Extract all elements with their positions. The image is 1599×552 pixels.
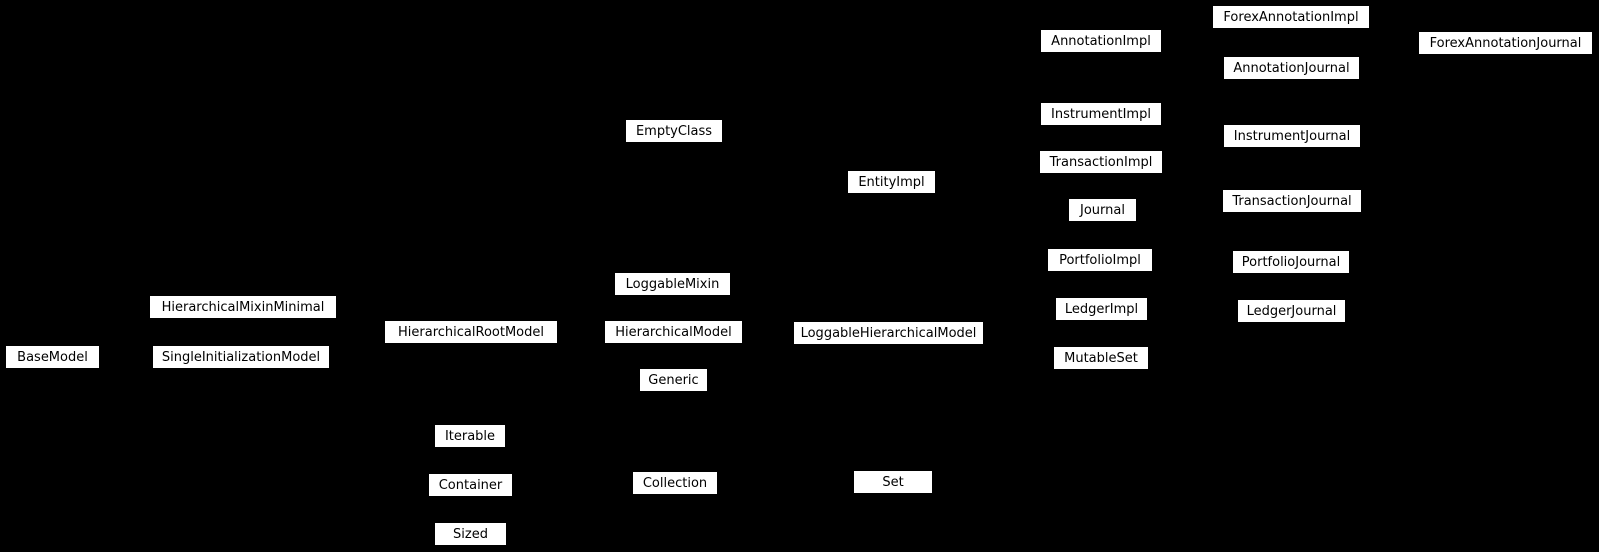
class-node-generic[interactable]: Generic: [639, 368, 708, 392]
class-name-label: EntityImpl: [858, 174, 925, 190]
class-node-transactionimpl[interactable]: TransactionImpl: [1039, 150, 1163, 174]
class-name-label: Collection: [642, 475, 708, 491]
class-name-label: EmptyClass: [635, 123, 713, 139]
class-node-hierarchicalmodel[interactable]: HierarchicalModel: [604, 320, 743, 344]
class-name-label: Generic: [648, 372, 699, 388]
class-node-emptyclass[interactable]: EmptyClass: [625, 119, 723, 143]
class-node-annotationimpl[interactable]: AnnotationImpl: [1040, 29, 1162, 53]
class-name-label: AnnotationJournal: [1233, 60, 1350, 76]
class-node-basemodel[interactable]: BaseModel: [5, 345, 100, 369]
class-name-label: PortfolioJournal: [1241, 254, 1341, 270]
class-node-hierarchicalmixinminimal[interactable]: HierarchicalMixinMinimal: [149, 295, 337, 319]
class-node-loggablemixin[interactable]: LoggableMixin: [614, 272, 731, 296]
class-node-hierarchicalrootmodel[interactable]: HierarchicalRootModel: [384, 320, 558, 344]
class-name-label: ForexAnnotationJournal: [1429, 35, 1582, 51]
class-node-sized[interactable]: Sized: [434, 522, 507, 546]
class-node-set[interactable]: Set: [853, 470, 933, 494]
class-node-forexannotationimpl[interactable]: ForexAnnotationImpl: [1212, 5, 1370, 29]
class-node-entityimpl[interactable]: EntityImpl: [847, 170, 936, 194]
class-name-label: LoggableHierarchicalModel: [800, 325, 977, 341]
class-name-label: InstrumentImpl: [1051, 106, 1151, 122]
class-name-label: MutableSet: [1064, 350, 1138, 366]
class-name-label: Iterable: [444, 428, 496, 444]
class-name-label: TransactionImpl: [1049, 154, 1153, 170]
class-name-label: ForexAnnotationImpl: [1223, 9, 1359, 25]
class-name-label: Sized: [453, 526, 488, 542]
class-node-ledgerimpl[interactable]: LedgerImpl: [1055, 297, 1148, 321]
class-name-label: SingleInitializationModel: [161, 349, 321, 365]
class-node-portfoliojournal[interactable]: PortfolioJournal: [1232, 250, 1350, 274]
class-name-label: Container: [438, 477, 503, 493]
class-name-label: TransactionJournal: [1232, 193, 1352, 209]
class-node-ledgerjournal[interactable]: LedgerJournal: [1237, 299, 1346, 323]
class-node-annotationjournal[interactable]: AnnotationJournal: [1223, 56, 1360, 80]
class-node-loggablehierarchicalmodel[interactable]: LoggableHierarchicalModel: [793, 321, 984, 345]
class-node-collection[interactable]: Collection: [632, 471, 718, 495]
class-name-label: PortfolioImpl: [1059, 252, 1141, 268]
class-node-container[interactable]: Container: [428, 473, 513, 497]
class-node-singleinitializationmodel[interactable]: SingleInitializationModel: [152, 345, 330, 369]
class-name-label: LedgerJournal: [1246, 303, 1337, 319]
class-name-label: BaseModel: [17, 349, 88, 365]
class-name-label: AnnotationImpl: [1051, 33, 1151, 49]
class-node-instrumentjournal[interactable]: InstrumentJournal: [1223, 124, 1361, 148]
class-node-portfolioimpl[interactable]: PortfolioImpl: [1047, 248, 1153, 272]
class-node-transactionjournal[interactable]: TransactionJournal: [1222, 189, 1362, 213]
class-node-iterable[interactable]: Iterable: [434, 424, 506, 448]
class-name-label: LedgerImpl: [1064, 301, 1139, 317]
class-node-forexannotationjournal[interactable]: ForexAnnotationJournal: [1418, 31, 1593, 55]
class-name-label: HierarchicalRootModel: [398, 324, 544, 340]
class-name-label: HierarchicalModel: [615, 324, 732, 340]
class-name-label: InstrumentJournal: [1233, 128, 1351, 144]
class-node-instrumentimpl[interactable]: InstrumentImpl: [1040, 102, 1162, 126]
class-node-mutableset[interactable]: MutableSet: [1053, 346, 1149, 370]
class-name-label: Set: [882, 474, 904, 490]
class-name-label: HierarchicalMixinMinimal: [161, 299, 325, 315]
class-name-label: LoggableMixin: [625, 276, 720, 292]
class-name-label: Journal: [1080, 202, 1125, 218]
class-node-journal[interactable]: Journal: [1068, 198, 1137, 222]
